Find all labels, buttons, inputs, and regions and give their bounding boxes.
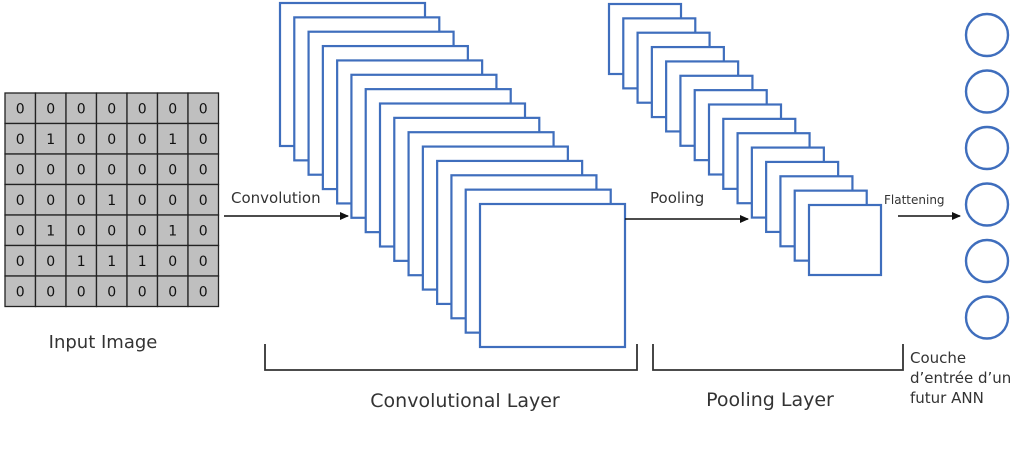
grid-cell-0-5 (156, 92, 189, 125)
grid-cell-value: 1 (168, 223, 177, 239)
grid-cell-value: 0 (199, 284, 208, 300)
grid-cell-6-6 (187, 275, 220, 308)
pooling-layer-bracket (652, 344, 904, 371)
grid-cell-value: 1 (46, 223, 55, 239)
grid-cell-value: 0 (16, 254, 25, 270)
grid-cell-6-5 (156, 275, 189, 308)
grid-cell-value: 0 (138, 223, 147, 239)
grid-cell-value: 0 (199, 132, 208, 148)
grid-cell-value: 0 (138, 284, 147, 300)
convolutional-layer-label: Convolutional Layer (370, 390, 560, 412)
grid-cell-6-2 (65, 275, 98, 308)
grid-cell-4-0 (4, 214, 37, 247)
grid-cell-value: 1 (168, 132, 177, 148)
ann-input-node (964, 238, 1010, 284)
ann-input-node (964, 182, 1010, 227)
grid-cell-value: 0 (77, 132, 86, 148)
grid-cell-4-2 (65, 214, 98, 247)
grid-cell-value: 0 (107, 101, 116, 117)
grid-cell-value: 0 (77, 162, 86, 178)
grid-cell-value: 0 (46, 193, 55, 209)
grid-cell-2-1 (34, 153, 67, 186)
grid-cell-3-0 (4, 183, 37, 216)
grid-cell-value: 0 (77, 101, 86, 117)
grid-cell-value: 1 (77, 254, 86, 270)
ann-input-node (964, 69, 1010, 114)
grid-cell-value: 0 (77, 223, 86, 239)
ann-input-node (964, 12, 1010, 58)
grid-cell-value: 0 (46, 101, 55, 117)
grid-cell-6-3 (95, 275, 128, 308)
grid-cell-1-6 (187, 122, 220, 155)
grid-cell-value: 0 (168, 101, 177, 117)
ann-input-label-line3: futur ANN (910, 389, 984, 407)
grid-cell-value: 0 (199, 162, 208, 178)
grid-cell-value: 0 (199, 223, 208, 239)
grid-cell-1-4 (126, 122, 159, 155)
grid-cell-value: 0 (16, 101, 25, 117)
input-image-grid: 0 0 0 0 0 0 0 0 1 0 0 0 1 0 0 0 0 0 0 0 0 0 0 0 1 0 0 0 0 1 0 0 0 1 0 0 0 1 1 1… (4, 92, 220, 308)
convolution-label: Convolution (231, 189, 321, 207)
grid-cell-value: 0 (16, 193, 25, 209)
input-image-label: Input Image (49, 332, 158, 353)
grid-cell-1-0 (4, 122, 37, 155)
grid-cell-value: 1 (46, 132, 55, 148)
grid-cell-value: 0 (138, 162, 147, 178)
pool-feature-map (807, 203, 883, 277)
grid-cell-value: 0 (16, 162, 25, 178)
conv-feature-map (478, 202, 627, 349)
grid-cell-5-1 (34, 244, 67, 277)
convolutional-layer-bracket (264, 344, 638, 371)
grid-cell-value: 0 (46, 162, 55, 178)
grid-cell-1-2 (65, 122, 98, 155)
grid-cell-value: 0 (16, 132, 25, 148)
grid-cell-2-2 (65, 153, 98, 186)
grid-cell-value: 0 (138, 132, 147, 148)
grid-cell-value: 0 (168, 254, 177, 270)
grid-cell-value: 0 (138, 101, 147, 117)
grid-cell-value: 1 (107, 193, 116, 209)
grid-cell-value: 1 (107, 254, 116, 270)
ann-input-label-line1: Couche (910, 349, 966, 367)
grid-cell-value: 0 (107, 162, 116, 178)
ann-input-node (964, 125, 1010, 171)
convolutional-feature-maps (278, 1, 627, 349)
grid-cell-value: 0 (77, 284, 86, 300)
grid-cell-value: 0 (138, 193, 147, 209)
grid-cell-value: 0 (46, 254, 55, 270)
grid-cell-6-4 (126, 275, 159, 308)
grid-cell-value: 0 (199, 254, 208, 270)
grid-cell-value: 0 (168, 193, 177, 209)
grid-cell-3-1 (34, 183, 67, 216)
grid-cell-value: 0 (46, 284, 55, 300)
grid-cell-value: 0 (77, 193, 86, 209)
ann-input-nodes (964, 12, 1010, 340)
pooling-label: Pooling (650, 189, 704, 207)
grid-cell-2-5 (156, 153, 189, 186)
grid-cell-value: 0 (16, 223, 25, 239)
grid-cell-3-5 (156, 183, 189, 216)
ann-input-label-line2: d’entrée d’un (910, 369, 1011, 387)
grid-cell-value: 1 (138, 254, 147, 270)
pooling-layer-label: Pooling Layer (706, 389, 834, 411)
grid-cell-value: 0 (107, 284, 116, 300)
grid-cell-value: 0 (107, 223, 116, 239)
flattening-label: Flattening (884, 193, 945, 207)
ann-input-node (964, 295, 1010, 340)
grid-cell-value: 0 (168, 284, 177, 300)
grid-cell-value: 0 (16, 284, 25, 300)
grid-cell-value: 0 (168, 162, 177, 178)
grid-cell-value: 0 (199, 101, 208, 117)
grid-cell-value: 0 (199, 193, 208, 209)
grid-cell-value: 0 (107, 132, 116, 148)
grid-cell-5-0 (4, 244, 37, 277)
pooling-feature-maps (607, 2, 883, 277)
grid-cell-2-4 (126, 153, 159, 186)
